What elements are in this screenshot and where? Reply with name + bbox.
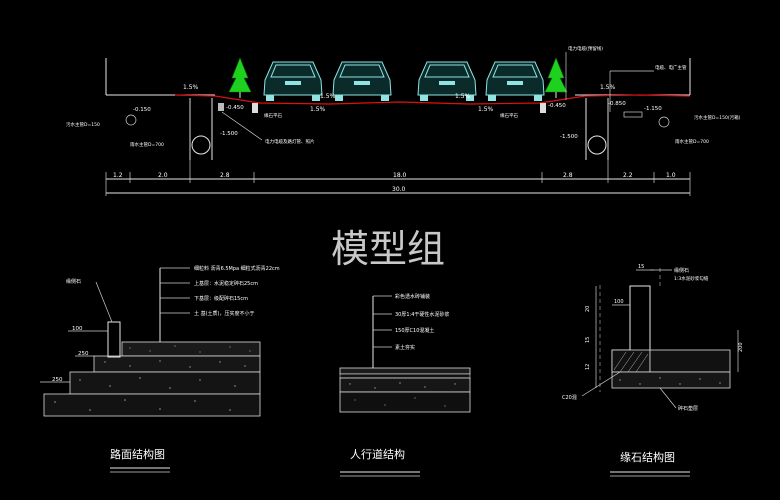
rain-pipe-left bbox=[191, 135, 211, 155]
pavement-dim-2: 250 bbox=[78, 351, 89, 357]
slope-left-shoulder: 1.5% bbox=[183, 84, 199, 91]
label-comm: 电力电缆及路灯管、照片 bbox=[265, 138, 315, 145]
elev-right-d: -1.500 bbox=[560, 134, 578, 140]
dim-3: 2.8 bbox=[220, 172, 230, 179]
dim-5: 2.8 bbox=[563, 172, 573, 179]
slope-right-lane: 1.5% bbox=[478, 106, 494, 113]
sidewalk-layer-2: 30厚1:4干硬性水泥砂浆 bbox=[395, 311, 449, 318]
elev-left-a: -0.150 bbox=[133, 107, 151, 113]
elev-right-a: -0.850 bbox=[608, 101, 626, 107]
label-rain-right: 雨水主管D=700 bbox=[675, 138, 709, 145]
curb-label-3: C20混 bbox=[562, 394, 577, 401]
sidewalk-title: 人行道结构 bbox=[350, 447, 405, 461]
label-rain-left: 雨水主管D=700 bbox=[130, 141, 164, 148]
car-2 bbox=[332, 61, 392, 101]
slope-center-left: 1.5% bbox=[320, 93, 336, 100]
pavement-title: 路面结构图 bbox=[110, 447, 165, 461]
elev-left-c: -0.450 bbox=[226, 105, 244, 111]
sewage-pipe-left bbox=[125, 114, 137, 126]
curb-dim-6: 200 bbox=[738, 342, 744, 352]
label-sewage-right: 污水主管D=150(污箱) bbox=[694, 114, 741, 121]
curb-dim-4: 15 bbox=[585, 337, 591, 343]
curb-label-2: 1:3水泥砂浆勾缝 bbox=[674, 275, 709, 282]
dim-2: 2.0 bbox=[158, 172, 168, 179]
dim-4: 18.0 bbox=[393, 172, 407, 179]
curb-right bbox=[540, 103, 546, 113]
lamp-base-left bbox=[218, 103, 224, 111]
watermark-text: 模型组 bbox=[331, 227, 445, 271]
label-power-right: 电缆、电广主管 bbox=[655, 64, 687, 71]
pavement-layer-1: 细粒料 沥青6.5Mpa 细粒式沥青22cm bbox=[194, 265, 280, 272]
label-sewage-left: 污水主管D=150 bbox=[66, 121, 100, 128]
label-lamp-right: 电力电缆(预留线) bbox=[568, 45, 603, 52]
curbstone-structure: 15 100 20 15 12 200 缘侧石 1:3水泥砂浆勾缝 C20混 碎… bbox=[562, 264, 744, 477]
sidewalk-layer-4: 素土夯实 bbox=[395, 344, 415, 351]
car-4 bbox=[485, 61, 545, 101]
label-curb-left: 缘石平石 bbox=[264, 112, 282, 119]
pavement-layer-3: 下基层：级配碎石15cm bbox=[194, 295, 248, 302]
curb-dim-3: 20 bbox=[585, 306, 591, 312]
elev-left-b: -1.500 bbox=[220, 131, 238, 137]
car-1 bbox=[263, 61, 323, 101]
sidewalk-layer-3: 150厚C10混凝土 bbox=[395, 327, 434, 334]
dimension-line: 1.2 2.0 2.8 18.0 2.8 2.2 1.0 30.0 bbox=[105, 98, 691, 196]
pavement-layer-2: 上基层：水泥稳定碎石25cm bbox=[194, 280, 258, 287]
curb-left bbox=[252, 103, 258, 113]
curb-label-4: 碎石垫层 bbox=[678, 405, 698, 412]
slope-right-shoulder: 1.5% bbox=[600, 84, 616, 91]
slope-left-lane: 1.5% bbox=[310, 106, 326, 113]
curb-dim-5: 12 bbox=[585, 364, 591, 370]
road-cross-section: 1.5% 1.5% 1.5% 1.5% 1.5% 1.5% -0.150 -0.… bbox=[66, 45, 741, 196]
dim-7: 1.0 bbox=[666, 172, 676, 179]
slope-center-right: 1.5% bbox=[455, 93, 471, 100]
dim-1: 1.2 bbox=[113, 172, 123, 179]
rain-pipe-right bbox=[587, 135, 607, 155]
pavement-dim-1: 100 bbox=[72, 326, 83, 332]
power-duct-right bbox=[623, 111, 643, 118]
elev-right-c: -0.450 bbox=[548, 103, 566, 109]
dim-total: 30.0 bbox=[392, 186, 406, 193]
sidewalk-structure: 彩色透水砖铺装 30厚1:4干硬性水泥砂浆 150厚C10混凝土 素土夯实 人行… bbox=[339, 293, 471, 477]
sidewalk-layer-1: 彩色透水砖铺装 bbox=[395, 293, 430, 300]
tree-left bbox=[228, 57, 252, 98]
sewage-pipe-right bbox=[658, 116, 670, 128]
curb-dim-1: 15 bbox=[638, 264, 644, 270]
elev-right-b: -1.150 bbox=[644, 106, 662, 112]
curb-label-1: 缘侧石 bbox=[674, 267, 689, 274]
tree-right bbox=[544, 57, 568, 98]
pavement-structure: 缘侧石 细粒料 沥青6.5Mpa 细粒式沥青22cm 上基层：水泥稳定碎石25c… bbox=[40, 265, 280, 473]
car-3 bbox=[417, 61, 477, 101]
curb-dim-2: 100 bbox=[614, 299, 624, 305]
pavement-layer-4: 土 基(土质)，压实度不小于 bbox=[194, 310, 255, 317]
pavement-curb-label: 缘侧石 bbox=[66, 278, 81, 285]
pavement-dim-3: 250 bbox=[52, 377, 63, 383]
label-curb-right: 缘石平石 bbox=[500, 112, 518, 119]
road-surface-line bbox=[174, 94, 691, 105]
dim-6: 2.2 bbox=[623, 172, 633, 179]
curbstone-title: 缘石结构图 bbox=[620, 450, 675, 464]
